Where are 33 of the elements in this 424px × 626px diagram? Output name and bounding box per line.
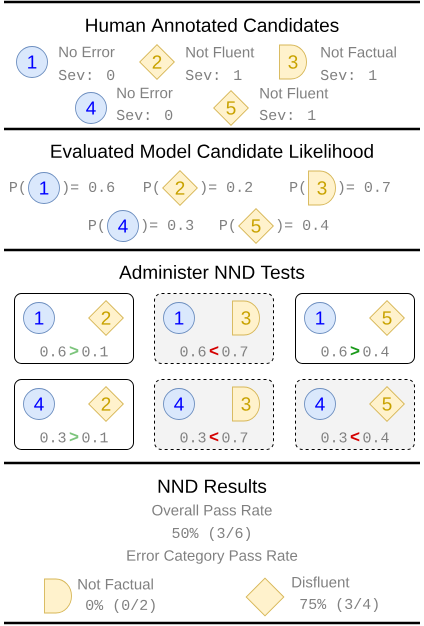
category-label: Not Factual [78, 578, 153, 590]
probability-value: )= 0.4 [278, 219, 328, 233]
section-heading: Human Annotated Candidates [86, 18, 339, 32]
category-label: No Error [59, 46, 115, 58]
probability-value: )= 0.7 [339, 181, 390, 195]
half-circle-symbol [44, 578, 72, 614]
pass-rate-value: 0% (0/2) [86, 599, 155, 613]
probability-value: )= 0.2 [202, 181, 252, 195]
section-heading: Evaluated Model Candidate Likelihood [51, 144, 373, 158]
category-label: Not Fluent [260, 88, 328, 98]
probability-value: )= 0.3 [142, 219, 194, 233]
category-label: Not Factual [321, 46, 396, 58]
severity-label: Sev: 0 [116, 110, 172, 120]
severity-label: Sev: 1 [260, 110, 316, 120]
probability-value: )= 0.6 [64, 181, 114, 195]
category-label: Disfluent [292, 576, 350, 588]
pass-rate-value: 50% (3/6) [172, 527, 250, 541]
severity-label: Sev: 1 [186, 70, 242, 80]
severity-label: Sev: 1 [320, 70, 376, 80]
probability-label: P( [89, 219, 104, 233]
probability-label: P( [144, 181, 158, 195]
category-label: No Error [117, 88, 173, 98]
rate-heading: Error Category Pass Rate [127, 550, 298, 564]
probability-label: P( [290, 181, 305, 195]
category-label: Not Fluent [186, 46, 254, 58]
pass-rate-value: 75% (3/4) [300, 598, 378, 612]
probability-label: P( [10, 181, 24, 195]
diamond-symbol [246, 578, 284, 616]
probability-label: P( [220, 219, 234, 233]
severity-label: Sev: 0 [58, 70, 114, 80]
section-heading: Administer NND Tests [119, 265, 304, 279]
section-heading: NND Results [158, 479, 266, 493]
rate-heading: Overall Pass Rate [152, 504, 272, 516]
